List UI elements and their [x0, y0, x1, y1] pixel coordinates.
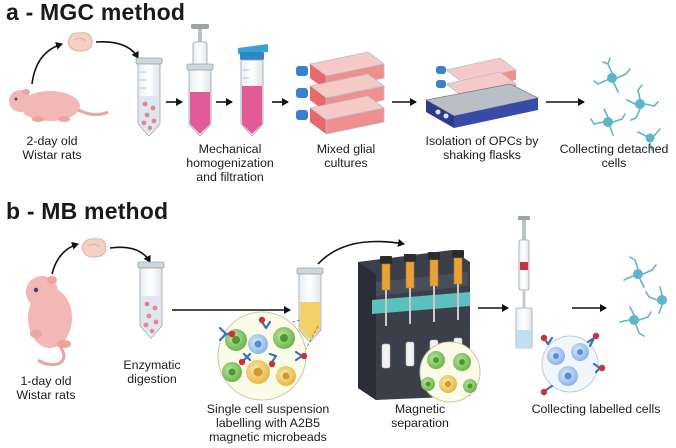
- detached-opc-cells-icon: [590, 57, 661, 151]
- label-a-rats: 2-day old Wistar rats: [22, 134, 82, 162]
- section-a-title: a - MGC method: [6, 0, 186, 25]
- conical-tube-homogenate-icon: [186, 63, 214, 137]
- elution-syringe-icon: [515, 216, 533, 349]
- orbital-shaker-icon: [424, 57, 540, 128]
- neonatal-rat-1day-icon: [26, 276, 72, 366]
- arrow-rat-to-brain: [31, 41, 63, 85]
- label-b-suspension: Single cell suspension labelling with A2…: [206, 402, 330, 444]
- labelled-cell-suspension-zoom: [217, 311, 308, 401]
- separation-zoom: [419, 341, 481, 403]
- conical-tube-suspension-icon: [296, 267, 324, 343]
- labelled-opc-cells-icon: [619, 256, 667, 337]
- brain-tissue-icon-b: [81, 238, 107, 258]
- label-b-collecting: Collecting labelled cells: [531, 402, 661, 416]
- conical-tube-digestion-icon: [137, 261, 165, 339]
- section-b-title: b - MB method: [6, 198, 169, 224]
- arrow-brain-to-tube-b: [109, 246, 151, 263]
- label-a-mixed: Mixed glial cultures: [316, 142, 376, 170]
- arrow-rat-to-brain-b: [51, 241, 79, 275]
- filter-tube-icon: [238, 44, 268, 137]
- label-b-separation: Magnetic separation: [391, 402, 449, 430]
- arrow-brain-to-tube: [95, 41, 139, 59]
- neonatal-rat-2day-icon: [9, 89, 109, 122]
- syringe-homogenizer-icon: [191, 24, 209, 78]
- label-b-digestion: Enzymatic digestion: [123, 358, 181, 386]
- label-a-collecting: Collecting detached cells: [559, 142, 669, 170]
- brain-tissue-icon: [67, 32, 93, 52]
- culture-flasks-icon: [296, 51, 385, 135]
- arrow-suspension-to-separator: [317, 239, 405, 265]
- labelled-cells-zoom: [540, 332, 606, 396]
- label-a-homogenization: Mechanical homogenization and filtration: [186, 142, 274, 184]
- label-a-isolation: Isolation of OPCs by shaking flasks: [425, 134, 539, 162]
- label-b-rats: 1-day old Wistar rats: [16, 374, 76, 402]
- conical-tube-tissue-icon: [135, 57, 163, 137]
